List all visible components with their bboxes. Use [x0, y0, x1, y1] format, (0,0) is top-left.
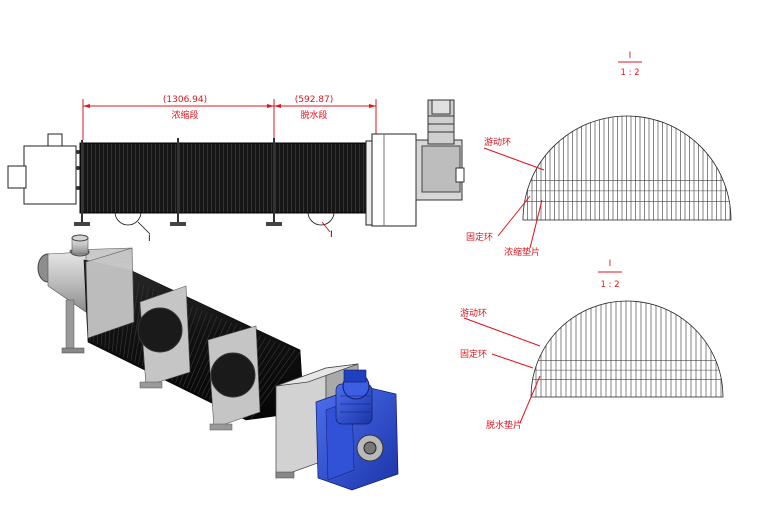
detail-bottom-rings [530, 300, 724, 398]
ring-outline [530, 300, 724, 398]
detail-bottom-moving-ring-label: 游动环 [460, 307, 487, 319]
outlet-housing [365, 133, 417, 227]
detail-bottom-fixed-ring-label: 固定环 [460, 348, 487, 360]
detail-marker-left: I [148, 234, 151, 244]
detail-top-moving-ring-label: 游动环 [484, 136, 511, 148]
drum-ring-line [130, 284, 145, 361]
flange-plates [85, 247, 261, 431]
dewatering-section-label: 脱水段 [300, 109, 327, 121]
inlet-housing [7, 133, 80, 205]
detail-view-top: I 1 : 2 游动环 固定环 浓缩垫片 [466, 51, 732, 258]
dimension-line [82, 99, 377, 140]
side-view: (1306.94) 浓缩段 (592.87) 脱水段 I [7, 95, 465, 244]
inlet-tank-3d [37, 234, 133, 354]
detail-bottom-spacer-label: 脱水垫片 [486, 419, 522, 431]
detail-bottom-scale: 1 : 2 [600, 280, 619, 290]
dewatering-length-label: (592.87) [295, 95, 334, 105]
detail-marker-right: I [330, 230, 333, 240]
drive-motor-side [415, 99, 465, 201]
detail-top-scale: 1 : 2 [620, 68, 639, 78]
drum-ring-line [182, 314, 213, 387]
drum-ring-line [190, 318, 223, 391]
screw-drum [79, 142, 371, 214]
detail-top-rings [522, 115, 732, 221]
detail-top-title: I [629, 51, 632, 61]
detail-top-fixed-ring-label: 固定环 [466, 231, 493, 243]
drum-ring-line [186, 316, 218, 389]
thickening-length-label: (1306.94) [163, 95, 207, 105]
thickening-section-label: 浓缩段 [171, 109, 198, 121]
drive-motor-3d [335, 369, 373, 425]
isometric-view [37, 234, 399, 491]
detail-top-spacer-label: 浓缩垫片 [504, 246, 540, 258]
drum-supports [74, 138, 282, 226]
detail-view-bottom: I 1 : 2 游动环 固定环 脱水垫片 [460, 259, 724, 431]
detail-bottom-title: I [609, 259, 612, 269]
